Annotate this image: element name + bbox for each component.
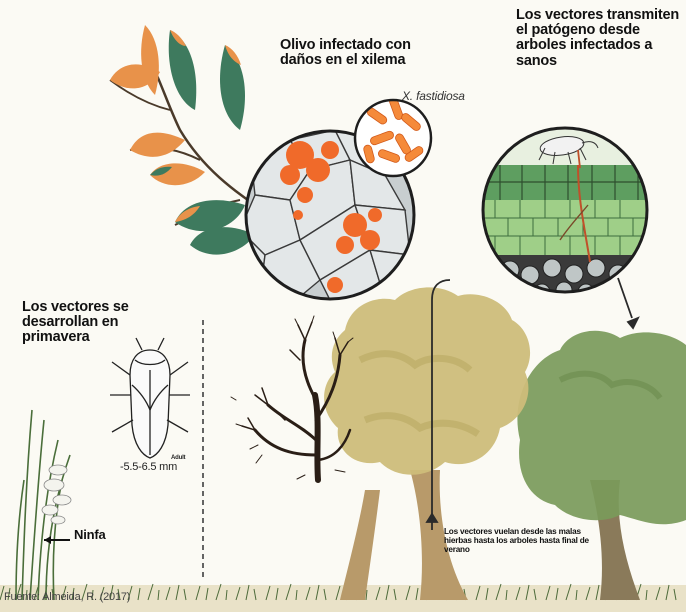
bacteria-magnifier-icon	[353, 98, 433, 178]
nymph-label: Ninfa	[74, 527, 106, 542]
leaf-tissue-magnifier-icon	[481, 126, 649, 294]
adult-tag-label: Adult	[171, 455, 186, 461]
leafhopper-vector-icon	[538, 136, 599, 169]
flight-arrow-up	[425, 279, 451, 530]
vectors-transmit-label: Los vectores transmiten el patógeno desd…	[516, 7, 680, 69]
adult-size-label: -5.5-6.5 mm	[120, 461, 178, 473]
dead-tree-icon	[230, 315, 354, 483]
source-caption: Fuente: Almeida, R. (2017)	[4, 591, 131, 603]
healthy-tree-icon	[517, 330, 686, 600]
olive-branch-icon	[109, 25, 291, 255]
vectors-fly-label: Los vectores vuelan desde las malas hier…	[444, 527, 589, 554]
vectors-develop-label: Los vectores se desarrollan en primavera	[22, 299, 129, 346]
pathogen-name-label: X. fastidiosa	[402, 89, 465, 103]
leafhopper-adult-icon	[110, 337, 190, 459]
transmission-arrow	[617, 277, 640, 330]
infected-olive-label: Olivo infectado con daños en el xilema	[280, 37, 411, 69]
infected-tree-icon	[324, 287, 531, 600]
nymph-on-grass-icon	[15, 409, 72, 601]
